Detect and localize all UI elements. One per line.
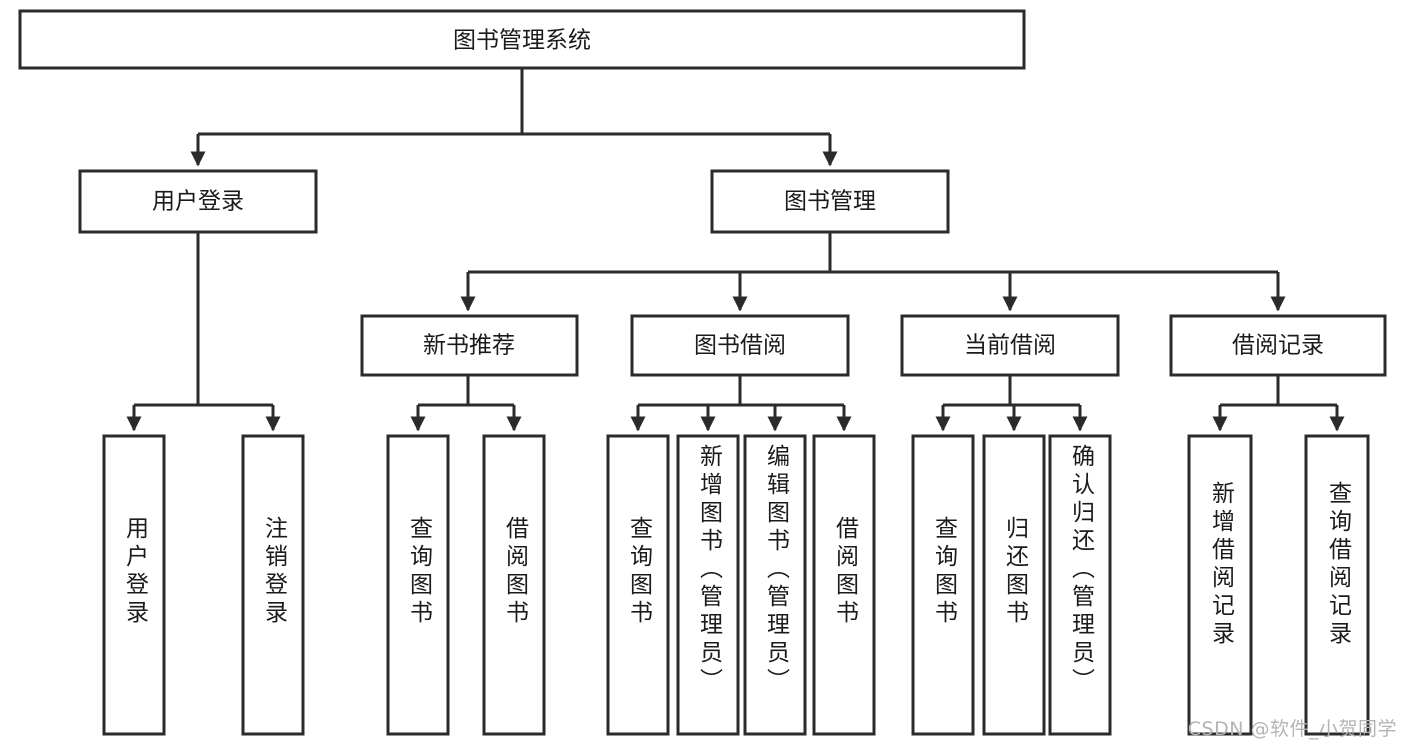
- leaf-br-query-record-rect[interactable]: [1304, 434, 1370, 736]
- leaf-bb-borrow-book-rect[interactable]: [812, 434, 876, 736]
- node-borrow-record-rect[interactable]: [1169, 314, 1387, 377]
- leaf-nbr-query-book-rect[interactable]: [386, 434, 450, 736]
- leaf-user-login-rect[interactable]: [102, 434, 166, 736]
- node-current-borrow-rect[interactable]: [900, 314, 1120, 377]
- node-new-book-recommend-label: 新书推荐: [423, 333, 515, 359]
- node-book-borrow-rect[interactable]: [630, 314, 850, 377]
- leaf-bb-edit-book-rect[interactable]: [743, 434, 807, 736]
- connector-group-borrow-record: [1212, 375, 1345, 432]
- node-book-management[interactable]: 图书管理: [710, 169, 950, 234]
- leaf-cb-confirm-return-rect[interactable]: [1048, 434, 1112, 736]
- node-new-book-recommend-rect[interactable]: [360, 314, 579, 377]
- leaf-logout-rect[interactable]: [241, 434, 305, 736]
- leaf-bb-query-book-rect[interactable]: [606, 434, 670, 736]
- node-user-login[interactable]: 用户登录: [78, 169, 318, 234]
- node-user-login-label: 用户登录: [152, 189, 244, 215]
- connector-group-book-borrow: [630, 375, 852, 432]
- node-book-management-rect[interactable]: [710, 169, 950, 234]
- node-new-book-recommend[interactable]: 新书推荐: [360, 314, 579, 377]
- node-root-rect[interactable]: [18, 9, 1026, 70]
- leaf-cb-return-book-rect[interactable]: [982, 434, 1046, 736]
- connector-group-current-borrow: [935, 375, 1088, 432]
- csdn-watermark: CSDN @软件_小贺同学: [1187, 718, 1397, 740]
- leaf-bb-add-book-rect[interactable]: [676, 434, 740, 736]
- node-user-login-rect[interactable]: [78, 169, 318, 234]
- connector-group-root: [190, 68, 838, 167]
- leaf-br-add-record-rect[interactable]: [1187, 434, 1253, 736]
- node-borrow-record[interactable]: 借阅记录: [1169, 314, 1387, 377]
- node-book-management-label: 图书管理: [784, 189, 876, 215]
- node-root[interactable]: 图书管理系统: [18, 9, 1026, 70]
- node-current-borrow[interactable]: 当前借阅: [900, 314, 1120, 377]
- node-book-borrow[interactable]: 图书借阅: [630, 314, 850, 377]
- node-book-borrow-label: 图书借阅: [694, 333, 786, 359]
- node-root-label: 图书管理系统: [453, 28, 591, 54]
- node-borrow-record-label: 借阅记录: [1232, 333, 1324, 359]
- leaf-nbr-borrow-book-rect[interactable]: [482, 434, 546, 736]
- connector-group-new-book-recommend: [410, 375, 522, 432]
- connector-group-user-login: [126, 232, 281, 432]
- leaf-boxes: [102, 434, 1370, 736]
- node-current-borrow-label: 当前借阅: [964, 333, 1056, 359]
- connector-group-book-management: [460, 232, 1286, 312]
- leaf-cb-query-book-rect[interactable]: [911, 434, 975, 736]
